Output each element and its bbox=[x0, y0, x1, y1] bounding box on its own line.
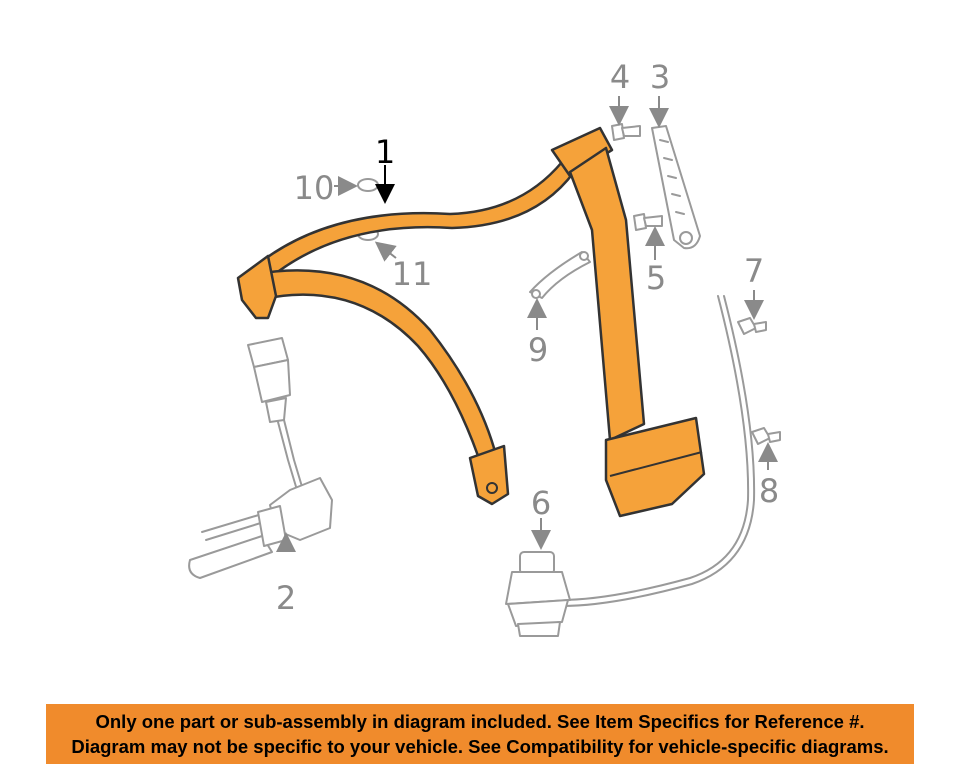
callout-11: 11 bbox=[392, 255, 433, 293]
callout-8: 8 bbox=[759, 472, 779, 510]
callout-4: 4 bbox=[610, 58, 630, 96]
callout-2: 2 bbox=[276, 579, 296, 617]
bolt-part-4 bbox=[611, 123, 641, 141]
callout-5: 5 bbox=[646, 259, 666, 297]
callout-9: 9 bbox=[528, 331, 548, 369]
bolt-part-5 bbox=[633, 213, 663, 231]
bracket-part-9 bbox=[529, 251, 591, 299]
seat-belt-assembly bbox=[236, 126, 706, 518]
pretensioner-part-6 bbox=[505, 295, 756, 637]
disclaimer-line-1: Only one part or sub-assembly in diagram… bbox=[95, 711, 865, 732]
callout-7: 7 bbox=[744, 252, 764, 290]
callout-10: 10 bbox=[294, 169, 335, 207]
seat-belt-diagram: 1 2 3 4 5 6 7 8 9 10 11 bbox=[188, 58, 781, 637]
disclaimer-line-2: Diagram may not be specific to your vehi… bbox=[71, 736, 889, 757]
clip-part-7 bbox=[737, 317, 767, 335]
callout-1: 1 bbox=[375, 133, 395, 171]
buckle-assembly bbox=[188, 337, 333, 579]
callout-3: 3 bbox=[650, 58, 670, 96]
callout-6: 6 bbox=[531, 484, 551, 522]
clip-part-8 bbox=[751, 427, 781, 445]
cap-part-10 bbox=[357, 178, 379, 192]
disclaimer-banner: Only one part or sub-assembly in diagram… bbox=[46, 704, 914, 764]
height-adjuster-rail bbox=[651, 125, 701, 250]
leader-arrow-11 bbox=[374, 241, 397, 262]
